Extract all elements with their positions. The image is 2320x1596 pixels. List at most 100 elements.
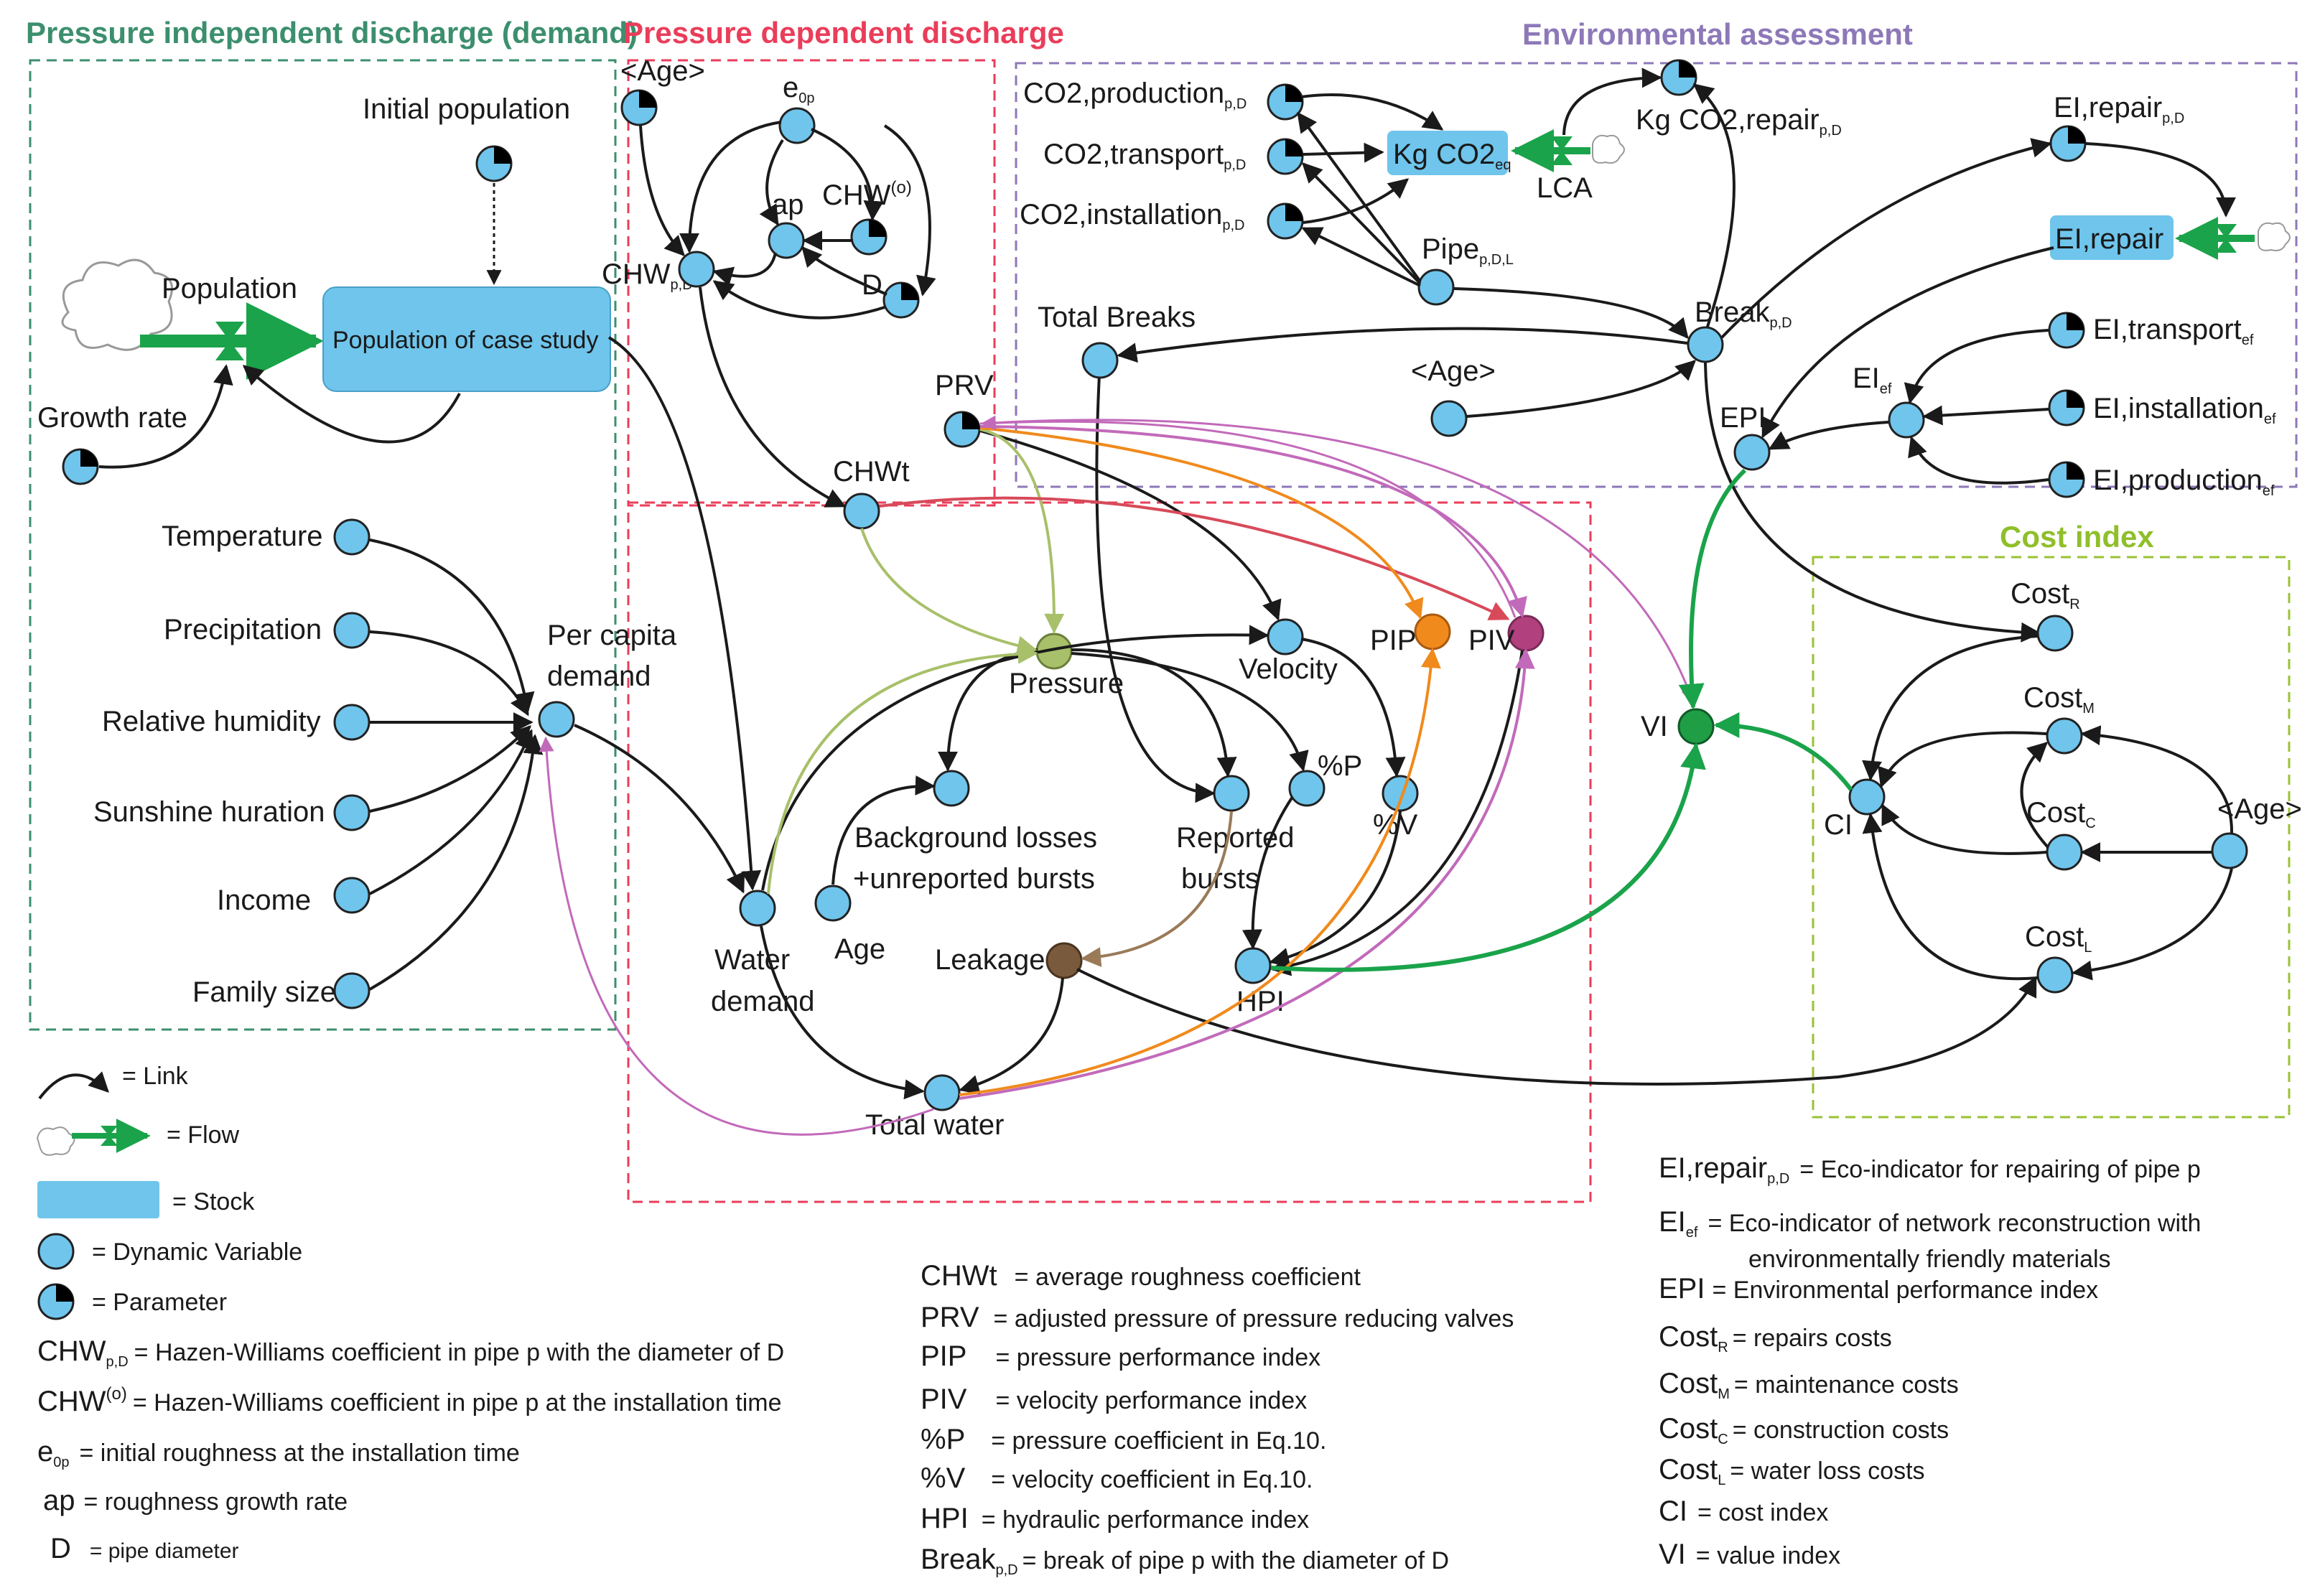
family-size-node (333, 972, 371, 1009)
link-prv-back (980, 415, 1517, 618)
epi-label: EPI (1720, 402, 1766, 434)
link-precipitation (369, 630, 529, 717)
chwt-node (843, 493, 880, 530)
age-env-label: <Age> (1411, 355, 1496, 387)
population-source-cloud (61, 258, 173, 351)
total-water-label: Total water (865, 1109, 1004, 1141)
hpi-label: HPI (1236, 986, 1285, 1017)
chwpd-label: CHWp,D (602, 258, 693, 293)
ci-node (1848, 778, 1886, 816)
population-flow-label: Population (162, 273, 297, 304)
link-prv-piv (979, 425, 1527, 618)
link-prv-pip (979, 426, 1424, 620)
link-velocity-pctv (1300, 638, 1406, 778)
link-sunshine (369, 725, 531, 813)
chwt-label: CHWt (833, 456, 910, 487)
link-temperature (369, 538, 535, 713)
link-totalwater-percapita (539, 736, 934, 1136)
link-growth-to-flow (98, 364, 233, 469)
per-capita-demand-node (538, 701, 575, 738)
link-age-costm (2080, 725, 2234, 834)
population-stock-label: Population of case study (332, 327, 598, 354)
piv-label: PIV (1468, 625, 1515, 656)
precipitation-label: Precipitation (164, 614, 322, 645)
age-cost-node (2211, 832, 2248, 869)
legend-right-row-7: CI= cost index (1659, 1495, 1828, 1527)
legend-mid-row-2: PIP= pressure performance index (921, 1340, 1320, 1372)
pct-v-node (1382, 775, 1419, 812)
link-leakage-totalwater (959, 977, 1064, 1095)
background-node (933, 770, 970, 807)
link-break-totalbreaks (1117, 327, 1688, 363)
legend-right-row-5: CostC= construction costs (1659, 1413, 1949, 1447)
link-epi-vi (1678, 468, 1747, 710)
link-eirepair-epi (1761, 246, 2054, 439)
ei-ef-label: EIef (1853, 363, 1892, 397)
age-mid-label: Age (834, 933, 885, 965)
water-demand-label-2: demand (711, 986, 815, 1017)
link-co2inst-kgco2 (1303, 178, 1410, 224)
link-costc-ci (1881, 803, 2047, 855)
per-capita-label-1: Per capita (547, 620, 677, 651)
link-eitransport-eief (1904, 329, 2049, 404)
legend-mid-row-6: HPI= hydraulic performance index (921, 1503, 1309, 1534)
cost-section-title: Cost index (2000, 520, 2154, 554)
link-e0p-chw0 (811, 128, 884, 221)
link-e0p-chwpd (679, 121, 782, 253)
prv-wedge (962, 412, 979, 429)
link-percapita-waterdemand (574, 724, 745, 894)
d-wedge (901, 283, 918, 300)
population-flow-valve (215, 322, 244, 360)
legend-parameter-text: = Parameter (92, 1289, 227, 1316)
income-label: Income (217, 885, 311, 916)
family-size-label: Family size (192, 976, 336, 1008)
ei-production-wedge (2067, 462, 2084, 480)
chw0-wedge (869, 220, 886, 237)
initial-population-label: Initial population (363, 93, 570, 125)
link-leakage-costl (1076, 968, 2037, 1086)
pct-p-label: %P (1318, 750, 1362, 782)
ei-repair-stock (2050, 215, 2174, 260)
kg-co2-stock (1387, 131, 1508, 175)
kg-co2-label: Kg CO2eq (1393, 139, 1511, 173)
age-top-label: <Age> (620, 55, 705, 87)
link-age-background (831, 775, 936, 885)
link-stock-waterdemand (607, 336, 762, 891)
link-break-eirepair (1720, 138, 2052, 339)
sunshine-label: Sunshine huration (93, 796, 325, 828)
relative-humidity-node (333, 704, 371, 741)
pressure-section-title: Pressure dependent discharge (623, 16, 1064, 50)
link-piv-hpi (1270, 650, 1524, 976)
link-chwt-pressure (860, 528, 1038, 656)
legend-parameter-wedge (56, 1284, 73, 1302)
legend-right-row-1: EIef= Eco-indicator of network reconstru… (1659, 1206, 2201, 1241)
ei-repair-valve (2215, 224, 2237, 253)
legend-right-row-0: EI,repairp,D= Eco-indicator for repairin… (1659, 1152, 2201, 1187)
co2-installation-label: CO2,installationp,D (1020, 199, 1245, 233)
legend-mid-row-5: %V= velocity coefficient in Eq.10. (921, 1462, 1313, 1494)
legend-mid-row-1: PRV= adjusted pressure of pressure reduc… (921, 1302, 1514, 1333)
link-totalbreaks-reported (1095, 360, 1216, 803)
legend-right-row-2: EPI= Environmental performance index (1659, 1273, 2098, 1305)
link-pctp-hpi (1241, 795, 1294, 950)
lca-source-cloud (1592, 134, 1625, 164)
leakage-label: Leakage (935, 944, 1045, 976)
cost-c-node (2046, 834, 2083, 871)
link-co2prod-kgco2 (1300, 93, 1444, 131)
prv-label: PRV (935, 370, 994, 401)
velocity-node (1267, 618, 1304, 655)
water-demand-node (739, 890, 776, 927)
link-age-chwpd (639, 125, 685, 257)
cost-m-node (2046, 717, 2083, 755)
legend-link-text: = Link (122, 1063, 189, 1090)
link-age-break (1466, 360, 1697, 418)
legend-flow-valve (101, 1126, 118, 1146)
reported-bursts-node (1213, 775, 1250, 812)
ei-repair-pd-label: EI,repairp,D (2054, 92, 2184, 126)
cost-l-node (2036, 956, 2074, 994)
link-waterdemand-totalwater (760, 925, 925, 1100)
link-eief-epi (1768, 421, 1889, 450)
ei-repair-pd-wedge (2068, 126, 2085, 144)
ei-installation-label: EI,installationef (2093, 393, 2276, 427)
legend-right-row-1b: environmentally friendly materials (1748, 1246, 2111, 1273)
